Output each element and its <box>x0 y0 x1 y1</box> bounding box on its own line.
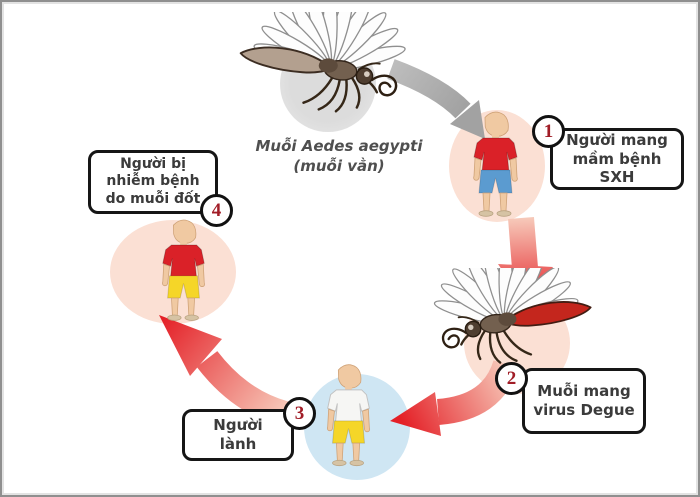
step-2-number: 2 <box>506 367 517 389</box>
step-3-label: Người lành <box>213 416 263 453</box>
person3-to-person4-red-arrow <box>159 315 289 427</box>
newly-infected-person-figure <box>152 218 216 324</box>
step-3-badge: 3 <box>283 397 316 430</box>
step-1-label-box: Người mang mầm bệnh SXH <box>550 128 684 190</box>
step-4-badge: 4 <box>200 194 233 227</box>
step-2-label-box: Muỗi mang virus Degue <box>522 368 646 434</box>
mosquito-caption-line1: Muỗi Aedes aegypti <box>255 137 423 155</box>
healthy-person-figure <box>318 362 380 470</box>
step-4-number: 4 <box>211 199 222 221</box>
mosquito-caption: Muỗi Aedes aegypti (muỗi vằn) <box>248 136 430 177</box>
step-2-label: Muỗi mang virus Degue <box>533 382 635 419</box>
step-3-number: 3 <box>294 402 305 424</box>
step-4-label-box: Người bị nhiễm bệnh do muỗi đốt <box>88 150 218 214</box>
blood-fed-mosquito-icon <box>407 268 597 373</box>
mosquito-aedes-icon <box>234 12 434 122</box>
step-1-number: 1 <box>543 120 554 142</box>
step-1-label: Người mang mầm bệnh SXH <box>566 130 668 187</box>
infected-person-figure <box>464 110 528 220</box>
step-2-badge: 2 <box>495 362 528 395</box>
step-4-label: Người bị nhiễm bệnh do muỗi đốt <box>105 155 201 207</box>
step-3-label-box: Người lành <box>182 409 294 461</box>
step-1-badge: 1 <box>532 115 565 148</box>
mosquito-caption-line2: (muỗi vằn) <box>293 157 385 176</box>
